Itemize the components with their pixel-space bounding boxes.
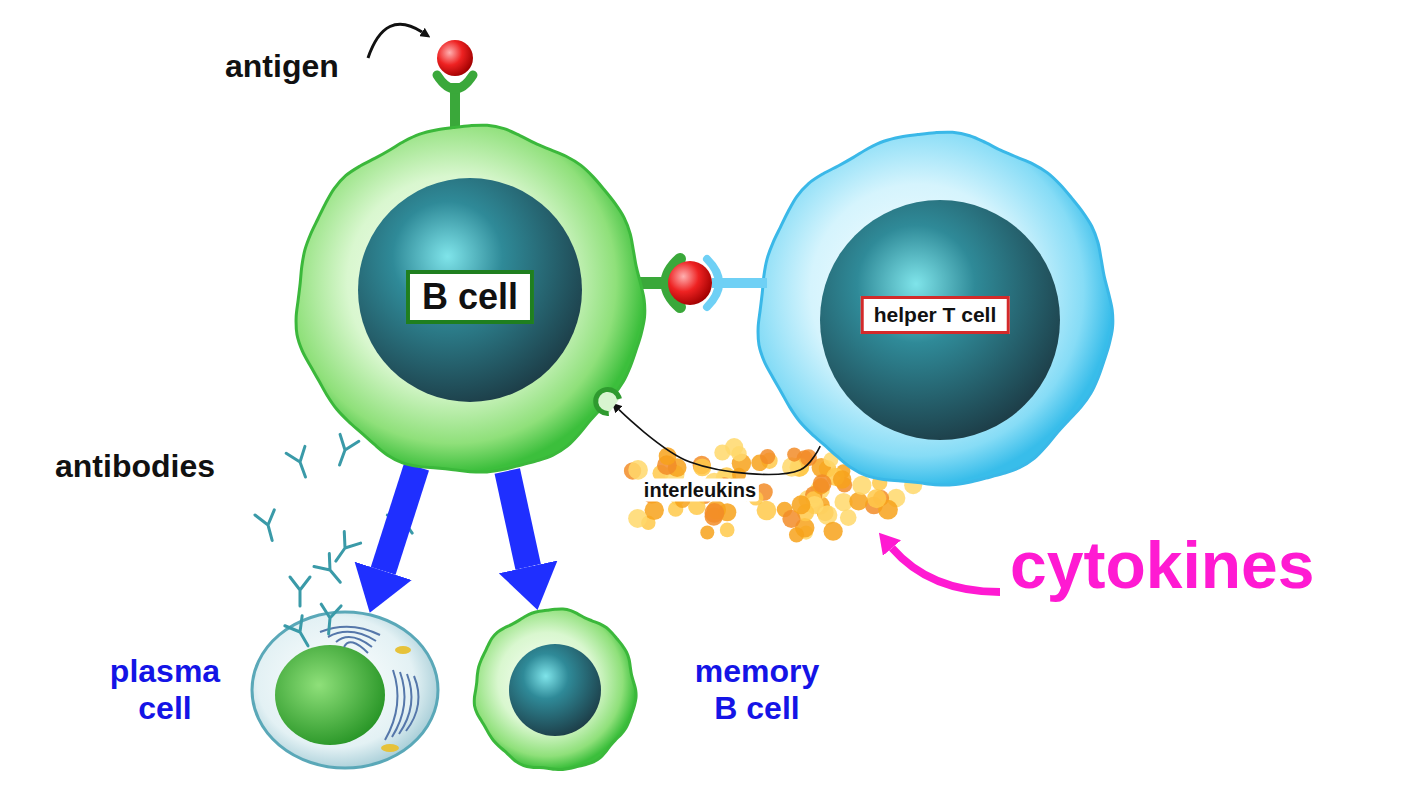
interleukin-dot <box>787 447 801 461</box>
nucleus <box>820 200 1060 440</box>
interleukin-dot <box>628 509 647 528</box>
interleukin-dot <box>849 492 868 511</box>
memory-b-cell: memory B cell <box>473 608 637 772</box>
cell-membrane <box>474 609 636 770</box>
antibody <box>330 434 359 468</box>
cell-shape <box>473 608 637 772</box>
cell-name: memory B cell <box>687 653 827 727</box>
nucleus <box>275 645 385 745</box>
antigen-pointer <box>368 24 422 58</box>
interleukin-dot <box>760 449 775 464</box>
antibody <box>285 616 317 651</box>
interleukin-dot <box>789 527 804 542</box>
antibody <box>255 510 282 543</box>
b-cell: B cell <box>295 125 645 475</box>
interleukin-dot <box>867 489 886 508</box>
antibody <box>328 532 361 567</box>
antigen-label: antigen <box>225 50 339 82</box>
presented-antigen <box>668 261 712 305</box>
interleukin-dot <box>628 460 648 480</box>
interleukin-dot <box>833 470 852 489</box>
nucleus <box>509 644 601 736</box>
nucleus <box>358 178 582 402</box>
interleukin-dot <box>645 501 664 520</box>
receptor-cup <box>437 75 473 89</box>
interleukin-dot <box>792 495 811 514</box>
cell-label-box: helper T cell <box>861 296 1010 334</box>
interleukin-dot <box>840 509 857 526</box>
antibody <box>286 446 315 480</box>
interleukin-dot <box>705 503 725 523</box>
cell-name: plasma cell <box>100 653 230 727</box>
interleukin-dot <box>852 476 871 495</box>
interleukin-dot <box>720 523 735 538</box>
differentiation-arrow <box>383 467 416 571</box>
cell-membrane <box>252 612 438 768</box>
interleukin-dot <box>700 525 714 539</box>
mitochondrion <box>381 744 399 752</box>
antibody <box>314 554 348 589</box>
cell-label-box: B cell <box>406 270 534 324</box>
cell-shape <box>250 610 440 770</box>
antibody <box>290 577 310 606</box>
cytokines-label: cytokines <box>1010 532 1314 598</box>
antibody <box>319 604 341 635</box>
interleukin-dot <box>725 438 743 456</box>
cytokine-pointer <box>892 548 1000 592</box>
mitochondrion <box>395 646 411 654</box>
helper-t-cell: helper T cell <box>757 132 1113 488</box>
cell-membrane <box>758 132 1113 485</box>
cytokine-receptor <box>591 385 621 416</box>
plasma-cell: plasma cell <box>250 610 440 770</box>
differentiation-arrow <box>507 471 528 567</box>
edge-label: interleukins <box>641 479 759 502</box>
antibodies-label: antibodies <box>55 450 215 482</box>
cell-membrane <box>296 125 645 472</box>
interleukin-dot <box>813 474 832 493</box>
endoplasmic-reticulum <box>320 627 419 740</box>
signal-arrow <box>619 410 820 475</box>
interleukin-dot <box>824 522 843 541</box>
antigen-ball <box>437 40 473 76</box>
